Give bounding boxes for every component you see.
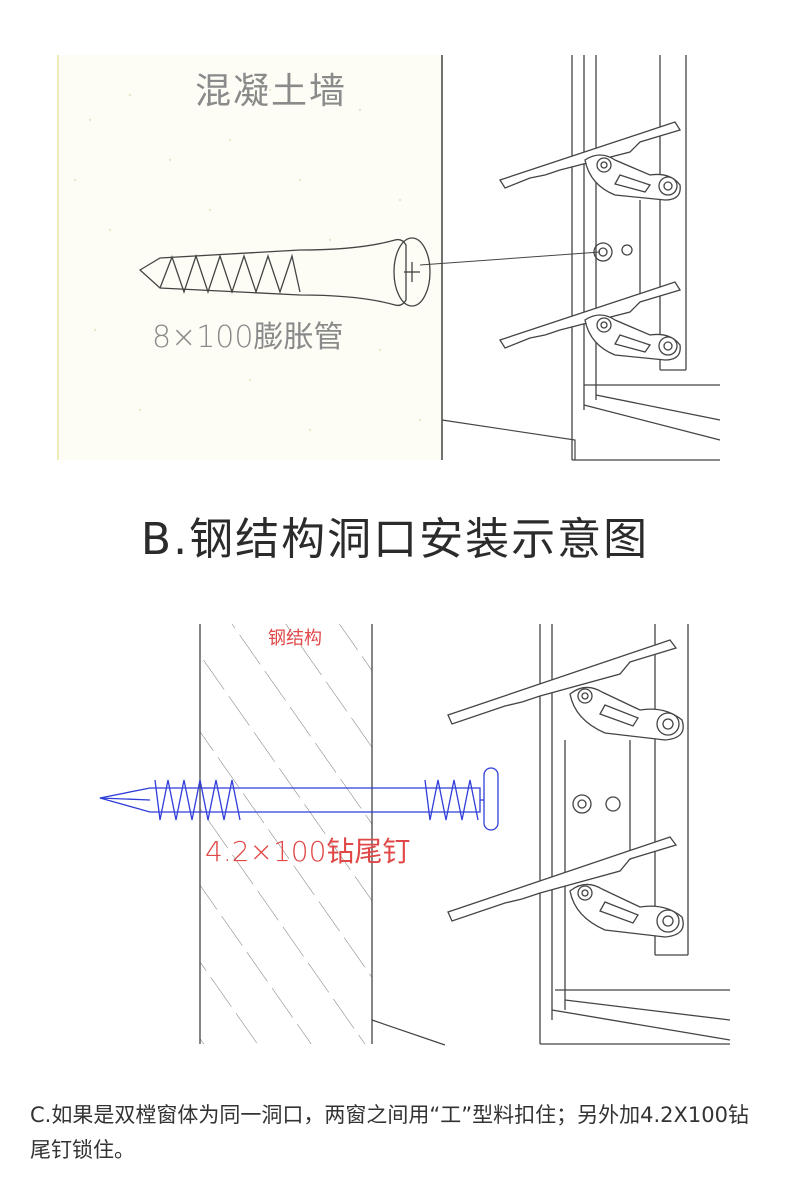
concrete-wall: [58, 55, 442, 460]
louver-blade-lower: [499, 281, 682, 361]
steel-structure-diagram: [99, 624, 731, 1046]
steel-structure: [200, 624, 372, 1044]
expansion-anchor-label: 8×100膨胀管: [152, 320, 344, 355]
louver-blade-upper: [447, 639, 684, 741]
installation-note: C.如果是双樘窗体为同一洞口，两窗之间用“工”型料扣住；另外加4.2X100钻尾…: [30, 1103, 749, 1162]
expansion-anchor: [138, 237, 431, 307]
steel-structure-label: 钢结构: [268, 628, 322, 649]
concrete-texture: [73, 88, 422, 432]
louver-blade-upper: [499, 121, 682, 201]
self-drilling-screw: [99, 767, 499, 831]
section-heading: B.钢结构洞口安装示意图: [140, 514, 650, 565]
concrete-wall-label: 混凝土墙: [195, 71, 348, 112]
self-drilling-screw-label: 4.2×100钻尾钉: [205, 835, 411, 868]
window-frame: [571, 55, 721, 461]
concrete-wall-diagram: [57, 55, 721, 461]
louver-blade-lower: [447, 836, 684, 938]
